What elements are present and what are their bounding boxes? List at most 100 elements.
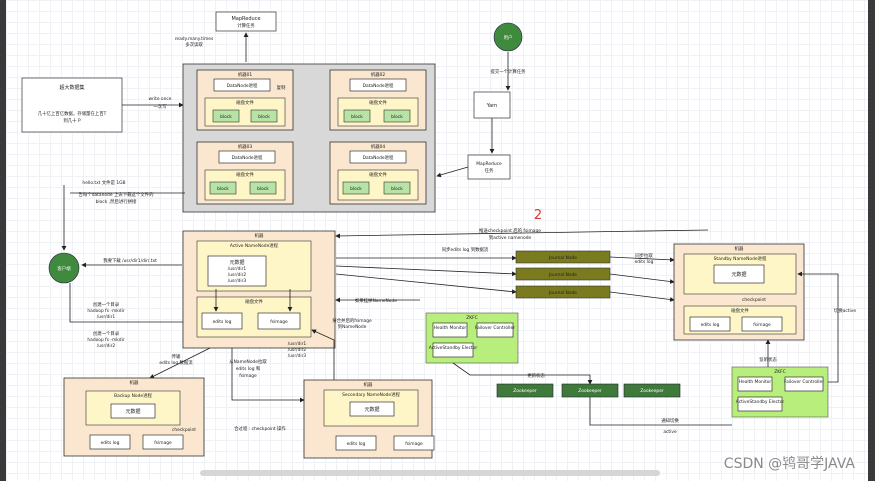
standby-edits-label: edits log: [701, 322, 720, 328]
checkpoint-op-label: 合过程 : checkpoint 操作: [234, 425, 286, 432]
datanode-01-label: DataNode进程: [227, 82, 258, 89]
backup-nn-label: Backup Node进程: [114, 392, 152, 399]
mapreduce-title: MapReduce: [231, 16, 260, 22]
disk-03-label: 磁盘文件: [236, 171, 254, 178]
ready-sub: 多次读取: [185, 41, 203, 48]
backup-edits-log: [89, 434, 131, 450]
standby-machine-label: 机器: [735, 245, 744, 252]
machine-04-label: 机器04: [371, 143, 386, 150]
block-03b-label: block: [257, 186, 269, 192]
hello-txt-label: hello.txt 文件是 1GB: [82, 179, 125, 186]
block-01a-label: block: [220, 114, 232, 120]
yarn-box: [473, 91, 511, 119]
active-metadata-label: 元数据: [229, 259, 244, 266]
mkdir2-c: /usr/dir2: [97, 343, 116, 349]
submit-job-label: 提交一个计算任务: [490, 68, 526, 75]
backup-machine-label: 机器: [130, 379, 139, 386]
zookeeper-3: [623, 383, 681, 398]
zookeeper-1: [496, 383, 554, 398]
datanode-02-label: DataNode进程: [363, 82, 394, 89]
standby-disk-label: 磁盘文件: [731, 307, 749, 314]
sec-dir3: /usr/dir3: [288, 353, 307, 359]
left-frame: [0, 0, 6, 481]
zkfc-top-title: ZKFC: [466, 315, 477, 321]
block-04a-label: block: [350, 186, 362, 192]
disk-02-label: 磁盘文件: [369, 99, 387, 106]
secondary-metadata: [349, 401, 395, 417]
journal-node-3-label: Journal Node: [548, 290, 577, 296]
disk-04-label: 磁盘文件: [369, 171, 387, 178]
datanode-03-label: DataNode进程: [232, 154, 263, 161]
write-once-sub: 一次写: [153, 103, 167, 110]
zkfc-bottom-hm-label: Health Monitor: [739, 379, 772, 385]
zkfc-bottom-title: ZKFC: [774, 369, 785, 375]
standby-fsimage: [741, 316, 783, 332]
mr-task-box: [467, 154, 511, 180]
mkdir2-a: 创建一个目录: [93, 330, 120, 337]
sync-read-b: edits log: [635, 259, 654, 265]
zkfc-bottom-hm: [737, 376, 773, 392]
datanode-03: [218, 150, 276, 164]
block-02b: [383, 109, 411, 123]
machine-02-label: 机器02: [371, 71, 386, 78]
mkdir1-a: 创建一个目录: [93, 301, 120, 308]
backup-checkpoint-label: checkpoint: [172, 427, 196, 433]
from-nn-b: edits log 和: [236, 365, 261, 372]
sec-dir2: /usr/dir2: [288, 347, 307, 353]
zkfc-bottom-fc: [784, 376, 824, 392]
merge-b: 到NameNode: [338, 323, 367, 330]
csdn-watermark: CSDN @鸨哥学JAVA: [723, 456, 855, 472]
copy-label: 复制: [277, 84, 286, 91]
mr-task-title: MapReduce: [476, 161, 502, 167]
active-disk-label: 磁盘文件: [245, 298, 263, 305]
active-nn-label: Active NameNode进程: [230, 242, 279, 249]
yarn-label: Yarn: [486, 103, 498, 109]
datanode-01: [213, 78, 271, 92]
mr-task-sub: 任务: [485, 167, 494, 174]
block-03a: [209, 181, 237, 195]
standby-metadata: [713, 264, 765, 284]
hello-desc1: 告每个datanode 上去下载这个文件的: [79, 191, 155, 198]
horizontal-scrollbar[interactable]: [200, 470, 660, 476]
disk-01-label: 磁盘文件: [236, 99, 254, 106]
mkdir1-b: hadoop fs -mkdir: [87, 308, 124, 314]
zkfc-bottom-ase-label: ActiveStandby Elector: [736, 399, 785, 405]
zookeeper-2-label: Zookeeper: [578, 388, 602, 394]
active-machine-label: 机器: [255, 232, 264, 239]
machine-03-label: 机器03: [238, 143, 253, 150]
mapreduce-box: [215, 11, 277, 32]
block-04a: [342, 181, 370, 195]
transfer-b: edits log 数据流: [159, 359, 193, 366]
active-fsimage-label: fsimage: [270, 319, 288, 325]
zkfc-top-fc: [476, 322, 514, 338]
secondary-nn-label: Secondary NameNode进程: [342, 391, 400, 398]
backup-fsimage-label: fsimage: [154, 440, 172, 446]
backup-edits-label: edits log: [101, 440, 120, 446]
datanode-04: [349, 150, 407, 164]
secondary-fsimage: [393, 435, 435, 451]
block-03b: [249, 181, 277, 195]
active-dir3: /usr/dir3: [228, 278, 247, 284]
from-nn-c: fsimage: [239, 373, 257, 379]
notify-switch-b: active: [663, 429, 677, 435]
sync-edits-label: 同步edits log 到数据流: [442, 246, 489, 253]
merge-a: 将合并后的fsimage: [332, 317, 372, 324]
backup-nn-process: [85, 390, 181, 426]
backup-metadata-label: 元数据: [125, 408, 140, 415]
secondary-fsimage-label: fsimage: [405, 441, 423, 447]
secondary-metadata-label: 元数据: [364, 406, 379, 413]
write-once-label: write once: [148, 96, 171, 102]
bigdata-title: 超大数据集: [59, 84, 84, 91]
client-label: 客户端: [57, 265, 71, 272]
mapreduce-sub: 计算任务: [237, 22, 255, 29]
sync-read-a: 同步拉取: [635, 252, 653, 259]
zkfc-bottom-fc-label: Failover Controller: [784, 379, 824, 385]
ckpt-fsimage-a: 推送checkpoint 后的 fsimage: [479, 227, 541, 234]
block-01a: [212, 109, 240, 123]
bigdata-box: [21, 77, 123, 133]
active-dir1: /usr/dir1: [228, 266, 247, 272]
backup-fsimage: [142, 434, 184, 450]
block-03a-label: block: [217, 186, 229, 192]
client-icon: [48, 252, 80, 284]
